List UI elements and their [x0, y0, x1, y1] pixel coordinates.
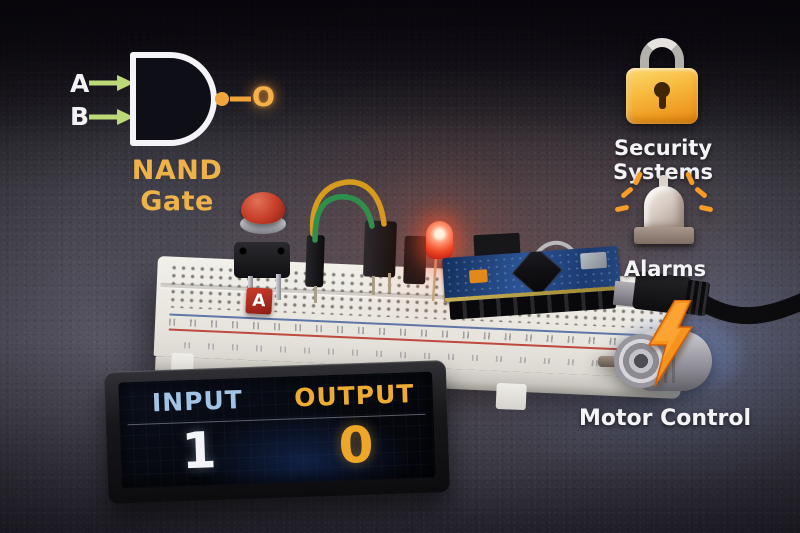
- input-a-tag: A: [245, 287, 273, 315]
- gate-caption: NAND Gate: [131, 155, 223, 217]
- gate-input-b-label: B: [70, 102, 90, 131]
- io-display-panel: INPUT OUTPUT 1 0: [103, 360, 451, 504]
- gate-input-a-label: A: [70, 69, 90, 98]
- gate-output-label: O: [252, 82, 275, 113]
- input-a-arrowhead: [117, 75, 134, 91]
- output-value: 0: [337, 415, 375, 475]
- lightning-bolt-highlight: [654, 303, 687, 362]
- pushbutton-base: [234, 242, 290, 278]
- header-pin: [388, 273, 391, 293]
- header-pin: [372, 276, 375, 295]
- breadboard-right-leg: [495, 382, 527, 411]
- pcb-orange-pad: [468, 269, 488, 284]
- input-b-arrowhead: [117, 109, 134, 125]
- motor-shaft: [598, 356, 620, 367]
- padlock-keyhole-stem: [659, 94, 666, 109]
- pin-header-double: [363, 220, 397, 278]
- pin-header-single: [305, 234, 325, 288]
- siren-icon: [614, 171, 714, 250]
- padlock-icon: [622, 34, 702, 126]
- siren-ray: [684, 171, 696, 186]
- siren-base: [634, 227, 694, 244]
- inversion-bubble: [215, 92, 229, 106]
- alarms-label: Alarms: [623, 257, 707, 281]
- padlock-keyhole: [654, 82, 670, 98]
- red-led: [426, 221, 453, 259]
- io-display-screen: INPUT OUTPUT 1 0: [118, 371, 436, 489]
- led-holder: [403, 235, 427, 285]
- input-a-tag-label: A: [251, 290, 267, 312]
- pushbutton-leg: [276, 274, 281, 300]
- motor-control-label: Motor Control: [578, 406, 752, 431]
- siren-ray: [632, 171, 644, 186]
- padlock-shackle: [640, 38, 684, 80]
- siren-dome: [644, 186, 684, 230]
- input-value: 1: [180, 421, 218, 481]
- header-pin: [314, 286, 317, 303]
- and-gate-body: [130, 52, 217, 146]
- input-header: INPUT: [151, 385, 244, 418]
- nand-gate-symbol: [89, 52, 251, 146]
- siren-top-nub: [659, 175, 668, 189]
- output-header: OUTPUT: [293, 379, 415, 413]
- lightning-bolt-icon: [648, 300, 693, 386]
